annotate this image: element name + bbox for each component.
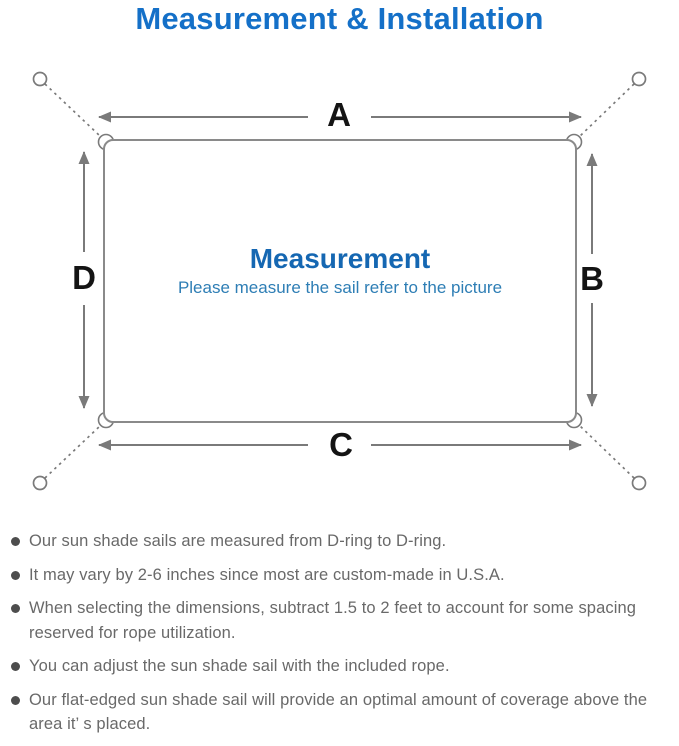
anchor-ring-bottom-left xyxy=(32,475,48,491)
dimension-label-c: C xyxy=(329,426,353,463)
note-text: It may vary by 2-6 inches since most are… xyxy=(29,565,505,584)
dimension-label-a: A xyxy=(327,96,351,133)
note-item: Our flat-edged sun shade sail will provi… xyxy=(10,688,670,737)
note-text: You can adjust the sun shade sail with t… xyxy=(29,657,450,675)
note-text: When selecting the dimensions, subtract … xyxy=(29,599,637,642)
rope-line-top-right xyxy=(579,83,635,137)
note-text: Our flat-edged sun shade sail will provi… xyxy=(29,690,648,734)
anchor-ring-bottom-right xyxy=(631,475,647,491)
note-item: When selecting the dimensions, subtract … xyxy=(10,596,670,645)
diagram-center-title: Measurement xyxy=(249,243,431,274)
dimension-label-d: D xyxy=(72,259,96,296)
dimension-label-b: B xyxy=(580,260,604,297)
sail-outline xyxy=(103,139,577,423)
note-item: Our sun shade sails are measured from D-… xyxy=(10,529,670,554)
note-item: It may vary by 2-6 inches since most are… xyxy=(10,563,670,588)
notes-list: Our sun shade sails are measured from D-… xyxy=(10,529,670,746)
bullet-icon xyxy=(11,537,20,546)
diagram-center-subtitle: Please measure the sail refer to the pic… xyxy=(177,278,503,297)
rope-line-bottom-right xyxy=(579,425,635,479)
bullet-icon xyxy=(11,604,20,613)
bullet-icon xyxy=(11,570,20,580)
anchor-ring-top-right xyxy=(631,71,647,87)
bullet-icon xyxy=(11,695,20,705)
anchor-ring-top-left xyxy=(32,71,48,87)
rope-line-top-left xyxy=(44,83,101,137)
bullet-icon xyxy=(11,662,20,671)
page-title: Measurement & Installation xyxy=(135,1,544,36)
note-text: Our sun shade sails are measured from D-… xyxy=(29,532,447,550)
rope-line-bottom-left xyxy=(44,425,101,479)
note-item: You can adjust the sun shade sail with t… xyxy=(10,654,670,679)
measurement-diagram: A B C D xyxy=(32,71,647,491)
